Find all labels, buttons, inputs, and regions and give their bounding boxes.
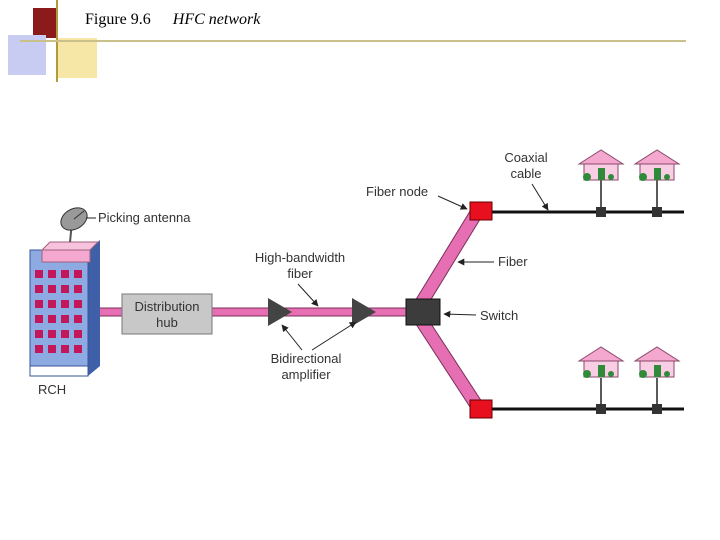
slide-title: Figure 9.6 HFC network [85,11,260,29]
subscriber-houses [577,149,681,378]
coax-taps-lower [596,378,662,414]
building-window [74,285,82,293]
building-window [48,270,56,278]
figure-number: Figure 9.6 [85,11,151,28]
building-windows [35,270,82,353]
building-window [74,315,82,323]
house-icon [577,149,625,181]
building-window [35,345,43,353]
building-window [74,270,82,278]
building-window [48,300,56,308]
coax-taps-upper [596,178,662,217]
building-window [35,315,43,323]
fiber-node-lower [469,399,493,419]
arrow-bidirectional-right [311,321,357,351]
house-icon [633,346,681,378]
building-window [35,330,43,338]
building-window [35,300,43,308]
label-switch: Switch [480,308,518,323]
label-rch: RCH [38,382,66,397]
building-window [48,345,56,353]
building-window [48,330,56,338]
label-coaxial-line2: cable [510,166,541,181]
fiber-branch-upper [411,207,483,315]
title-underline [20,40,686,42]
building-window [48,315,56,323]
hub-label-line1: Distribution [134,299,199,314]
label-high-bandwidth-line1: High-bandwidth [255,250,345,265]
house-icon [577,346,625,378]
arrow-bidirectional-left [281,324,303,351]
switch-box [405,298,441,326]
distribution-hub: Distribution hub [121,293,213,335]
arrow-switch [443,310,477,318]
label-high-bandwidth-line2: fiber [287,266,313,281]
corner-square-yellow [57,38,97,78]
building-window [61,330,69,338]
label-bidirectional-line1: Bidirectional [271,351,342,366]
building-window [74,300,82,308]
rch-building [29,240,100,377]
fiber-node-upper [469,201,493,221]
figure-title: HFC network [172,11,261,28]
building-window [61,315,69,323]
building-window [48,285,56,293]
building-window [74,330,82,338]
hub-label-line2: hub [156,315,178,330]
building-window [61,285,69,293]
satellite-antenna-icon [60,207,88,243]
label-picking-antenna: Picking antenna [98,210,191,225]
label-bidirectional-line2: amplifier [281,367,331,382]
label-fiber: Fiber [498,254,528,269]
building-window [35,285,43,293]
arrow-fiber-node [437,195,468,210]
amplifier-1 [268,298,292,326]
building-window [35,270,43,278]
building-window [74,345,82,353]
amplifier-2 [352,298,376,326]
building-window [61,270,69,278]
house-icon [633,149,681,181]
arrow-high-bandwidth [297,283,319,307]
arrow-coaxial [531,183,549,211]
corner-square-dark-red [33,8,57,38]
building-window [61,345,69,353]
label-fiber-node: Fiber node [366,184,428,199]
label-coaxial-line1: Coaxial [504,150,547,165]
building-window [61,300,69,308]
